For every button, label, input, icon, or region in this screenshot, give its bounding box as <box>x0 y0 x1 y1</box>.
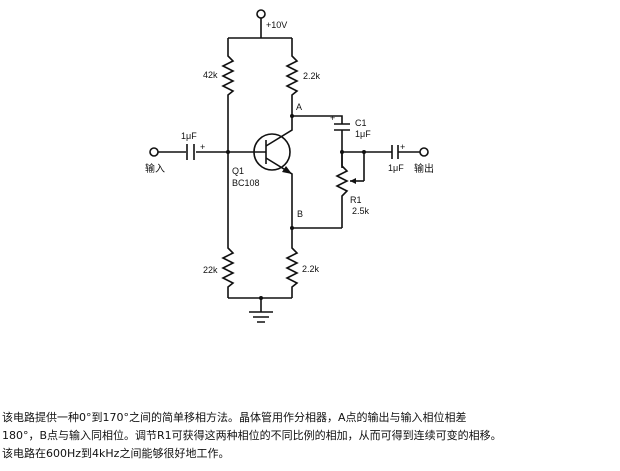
node-b-label: B <box>297 209 303 219</box>
wiper-node-dot <box>362 150 366 154</box>
base-node-dot <box>226 150 230 154</box>
cap-c1 <box>334 123 350 131</box>
caption-line-2: 180°，B点与输入同相位。调节R1可获得这两种相位的不同比例的相加，从而可得到… <box>2 429 502 442</box>
pot-name: R1 <box>350 195 362 205</box>
resistor-2k2-collector <box>285 38 299 124</box>
wire-a-to-c1 <box>292 115 343 124</box>
node-a-label: A <box>296 102 302 112</box>
cap-c1-val: 1μF <box>355 129 371 139</box>
resistor-22k-label: 22k <box>203 265 218 275</box>
resistor-22k <box>221 230 235 298</box>
transistor-type: BC108 <box>232 178 260 188</box>
cap-in <box>186 144 195 160</box>
pot-wiper-head <box>350 178 356 184</box>
cap-out-pol: + <box>400 142 405 152</box>
input-label: 输入 <box>145 162 165 175</box>
ground-icon <box>249 311 273 323</box>
supply-label: +10V <box>266 20 287 30</box>
cap-in-pol: + <box>200 142 205 152</box>
output-label: 输出 <box>414 162 434 175</box>
transistor-emitter-arrow <box>282 166 292 174</box>
supply-terminal <box>256 9 266 19</box>
pot-r1 <box>335 152 349 228</box>
output-terminal <box>419 147 429 157</box>
cap-out <box>391 145 399 159</box>
caption: 该电路提供一种0°到170°之间的简单移相方法。晶体管用作分相器，A点的输出与输… <box>2 409 618 463</box>
cap-c1-pol: + <box>330 113 335 123</box>
cap-c1-name: C1 <box>355 118 367 128</box>
caption-line-1: 该电路提供一种0°到170°之间的简单移相方法。晶体管用作分相器，A点的输出与输… <box>2 411 467 424</box>
phase-shifter-schematic: +10V 42k 2.2k A + C1 1μF Q1 BC108 1μF + … <box>145 9 434 323</box>
cap-out-label: 1μF <box>388 163 404 173</box>
transistor-ref: Q1 <box>232 166 244 176</box>
transistor-emitter <box>265 157 293 198</box>
pot-val: 2.5k <box>352 206 370 216</box>
resistor-2k2-emitter-label: 2.2k <box>302 264 320 274</box>
resistor-42k <box>221 38 235 124</box>
input-terminal <box>149 147 159 157</box>
cap-in-label: 1μF <box>181 131 197 141</box>
resistor-42k-label: 42k <box>203 70 218 80</box>
caption-line-3: 该电路在600Hz到4kHz之间能够很好地工作。 <box>2 447 230 460</box>
resistor-2k2-emitter <box>285 228 299 298</box>
resistor-2k2-collector-label: 2.2k <box>303 71 321 81</box>
transistor-collector <box>265 124 293 147</box>
